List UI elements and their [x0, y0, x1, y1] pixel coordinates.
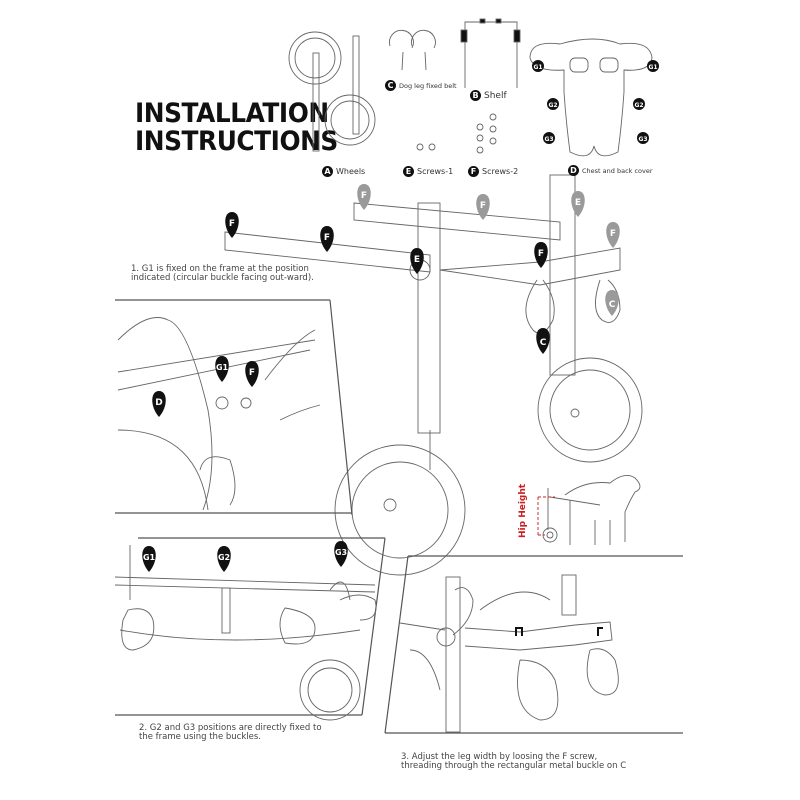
part-name: Screws-1: [417, 167, 454, 176]
part-label-leg-belt: C Dog leg fixed belt: [385, 80, 457, 91]
part-badge: D: [568, 165, 579, 176]
step-2-text: 2. G2 and G3 positions are directly fixe…: [139, 723, 322, 742]
title-line-2: INSTRUCTIONS: [135, 126, 338, 157]
part-label-screws-1: E Screws-1: [403, 166, 453, 177]
panel2-marker-g3: G3: [334, 541, 348, 567]
part-label-wheels: A Wheels: [322, 166, 365, 177]
main-frame-illustration: [224, 174, 643, 576]
leg-belt-part-illustration: [389, 29, 436, 71]
svg-text:G3: G3: [335, 548, 347, 557]
shelf-part-illustration: [460, 18, 521, 88]
part-badge: E: [403, 166, 414, 177]
panel1-marker-d: D: [152, 391, 166, 417]
wheels-part-illustration: [288, 31, 376, 152]
svg-text:F: F: [229, 219, 235, 229]
svg-text:E: E: [414, 255, 420, 265]
cover-marker-g2-right: G2: [633, 98, 645, 110]
part-name: Shelf: [484, 90, 507, 101]
step-1-text: 1. G1 is fixed on the frame at the posit…: [131, 264, 314, 283]
svg-text:E: E: [575, 198, 581, 208]
svg-text:G3: G3: [544, 136, 553, 143]
frame-marker-grey-e: E: [571, 191, 585, 217]
cover-marker-g3-right: G3: [637, 132, 649, 144]
frame-marker-e: E: [410, 248, 424, 274]
document-title: INSTALLATION INSTRUCTIONS: [135, 100, 338, 156]
panel-2-drawing: [114, 545, 377, 721]
part-name: Wheels: [336, 167, 366, 176]
part-label-shelf: B Shelf: [470, 90, 507, 101]
svg-text:G3: G3: [638, 136, 647, 143]
frame-marker-grey-c: C: [605, 290, 619, 316]
frame-marker-grey-f-1: F: [357, 184, 371, 210]
step-3-text: 3. Adjust the leg width by loosing the F…: [401, 752, 627, 771]
part-badge: C: [385, 80, 396, 91]
svg-text:F: F: [361, 191, 367, 201]
part-label-cover: D Chest and back cover: [568, 165, 653, 176]
svg-text:G1: G1: [533, 64, 542, 71]
cover-marker-g3-left: G3: [543, 132, 555, 144]
svg-text:G2: G2: [548, 102, 557, 109]
svg-text:F: F: [324, 233, 330, 243]
panel-2-frame: [115, 537, 386, 716]
svg-text:C: C: [540, 338, 547, 348]
panel-1-frame: [115, 299, 353, 516]
cover-marker-g2-left: G2: [547, 98, 559, 110]
cover-marker-g1-left: G1: [532, 60, 544, 72]
svg-text:D: D: [155, 398, 162, 408]
frame-marker-f-3: F: [534, 242, 548, 268]
part-badge: A: [322, 166, 333, 177]
screws-illustration: [416, 113, 497, 154]
panel1-marker-f: F: [245, 361, 259, 387]
svg-text:G1: G1: [648, 64, 657, 71]
cover-part-illustration: [529, 38, 653, 157]
panel2-marker-g1: G1: [142, 546, 156, 572]
part-name: Screws-2: [482, 167, 519, 176]
svg-text:F: F: [538, 249, 544, 259]
svg-text:G2: G2: [218, 553, 230, 562]
svg-text:F: F: [610, 229, 616, 239]
panel-1-drawing: [117, 317, 321, 511]
hip-height-label: Hip Height: [518, 483, 528, 538]
part-name: Chest and back cover: [582, 166, 653, 175]
svg-text:F: F: [480, 201, 486, 211]
svg-text:F: F: [249, 368, 255, 378]
svg-text:C: C: [609, 300, 616, 310]
panel-3-frame: [384, 555, 683, 734]
cover-marker-g1-right: G1: [647, 60, 659, 72]
frame-marker-c: C: [536, 328, 550, 354]
part-name: Dog leg fixed belt: [399, 81, 457, 90]
part-badge: F: [468, 166, 479, 177]
panel-3-drawing: [399, 574, 619, 733]
panel1-marker-g1: G1: [215, 356, 229, 382]
dog-hip-height-diagram: [537, 474, 641, 545]
panel2-marker-g2: G2: [217, 546, 231, 572]
svg-text:G1: G1: [216, 363, 229, 372]
frame-marker-f-1: F: [225, 212, 239, 238]
frame-marker-grey-f-3: F: [606, 222, 620, 248]
svg-text:G2: G2: [634, 102, 643, 109]
part-label-screws-2: F Screws-2: [468, 166, 518, 177]
frame-marker-grey-f-2: F: [476, 194, 490, 220]
svg-text:G1: G1: [143, 553, 156, 562]
title-line-1: INSTALLATION: [135, 98, 329, 129]
part-badge: B: [470, 90, 481, 101]
frame-marker-f-2: F: [320, 226, 334, 252]
